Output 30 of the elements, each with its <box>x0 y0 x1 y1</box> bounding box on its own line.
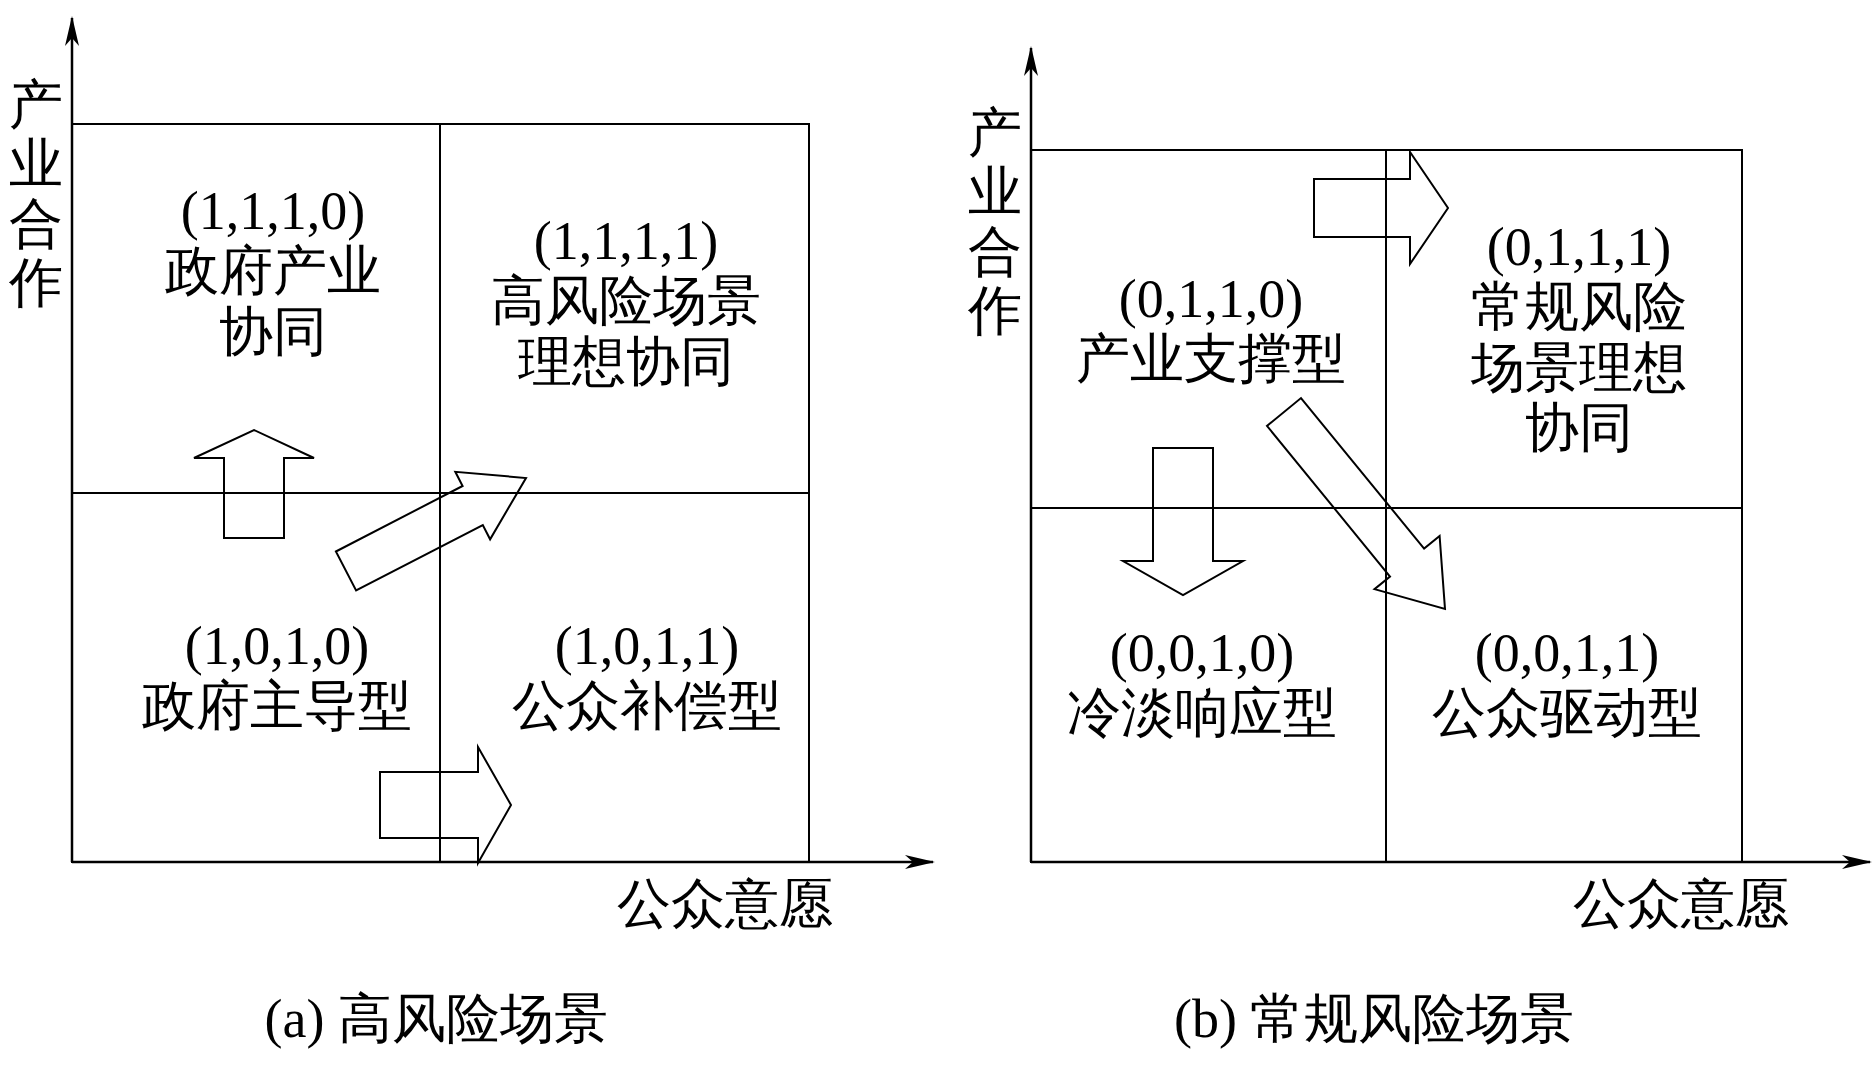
block-arrow <box>1265 396 1447 611</box>
axis-label: 公众意愿 <box>617 875 833 935</box>
quadrant-box <box>1385 149 1743 509</box>
quadrant-box <box>439 123 810 494</box>
coordinate-label: (1,1,1,1) <box>532 211 720 272</box>
quadrant-label: 高风险场景理想协同 <box>490 271 762 393</box>
axis-label: 公众意愿 <box>1573 875 1789 935</box>
block-arrow <box>193 428 315 539</box>
coordinate-label: (0,0,1,0) <box>1108 623 1296 684</box>
block-arrow <box>1313 148 1450 268</box>
quadrant-label: 公众补偿型 <box>511 676 783 737</box>
coordinate-label: (1,0,1,1) <box>553 616 741 677</box>
block-arrow <box>334 470 528 592</box>
quadrant-label: 冷淡响应型 <box>1066 683 1338 744</box>
block-arrow <box>379 743 513 867</box>
coordinate-label: (0,0,1,1) <box>1473 623 1661 684</box>
panel-caption: (b) 常规风险场景 <box>1174 990 1575 1050</box>
quadrant-label: 常规风险场景理想协同 <box>1470 277 1688 459</box>
quadrant-label: 政府产业协同 <box>164 241 382 363</box>
block-arrow <box>1119 447 1247 597</box>
axis-label: 产业合作 <box>967 104 1023 342</box>
quadrant-label: 产业支撑型 <box>1075 329 1347 390</box>
quadrant-label: 政府主导型 <box>141 676 413 737</box>
coordinate-label: (0,1,1,0) <box>1117 269 1305 330</box>
quadrant-label: 公众驱动型 <box>1431 683 1703 744</box>
coordinate-label: (1,0,1,0) <box>183 616 371 677</box>
axis-label: 产业合作 <box>8 76 64 314</box>
coordinate-label: (0,1,1,1) <box>1485 217 1673 278</box>
coordinate-label: (1,1,1,0) <box>179 181 367 242</box>
panel-caption: (a) 高风险场景 <box>264 990 608 1050</box>
